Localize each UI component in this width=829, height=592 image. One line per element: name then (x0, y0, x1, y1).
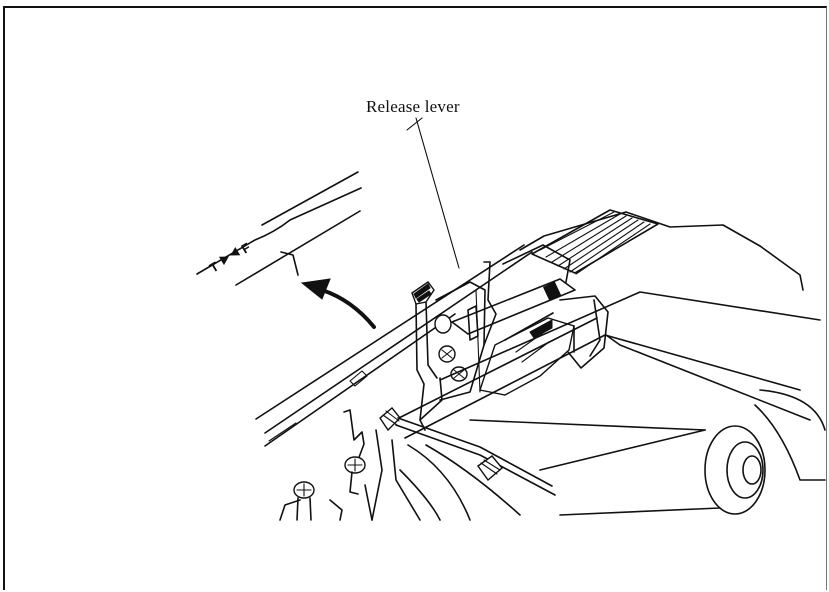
scale-pointer (280, 251, 299, 276)
paper-bail-bar: T F (196, 171, 362, 286)
callout-leader-line (415, 117, 460, 269)
pinch-rollers (379, 407, 556, 516)
figure-frame (3, 6, 827, 590)
release-scale-marks: T F (207, 240, 253, 276)
platen-shaft-assembly (434, 278, 576, 382)
motion-arrow-icon (300, 278, 376, 329)
scale-arrow-right-icon (230, 246, 241, 256)
paper-guide[interactable] (479, 295, 609, 396)
platen-roller (394, 291, 826, 516)
carriage-frame-rails (255, 211, 804, 447)
scale-arrow-left-icon (218, 256, 229, 266)
mounting-screws (279, 409, 471, 521)
release-lever-callout-label: Release lever (366, 97, 460, 116)
top-cover-ribs (531, 209, 659, 275)
release-lever[interactable] (411, 281, 443, 431)
callout-leader-stub (406, 117, 423, 131)
